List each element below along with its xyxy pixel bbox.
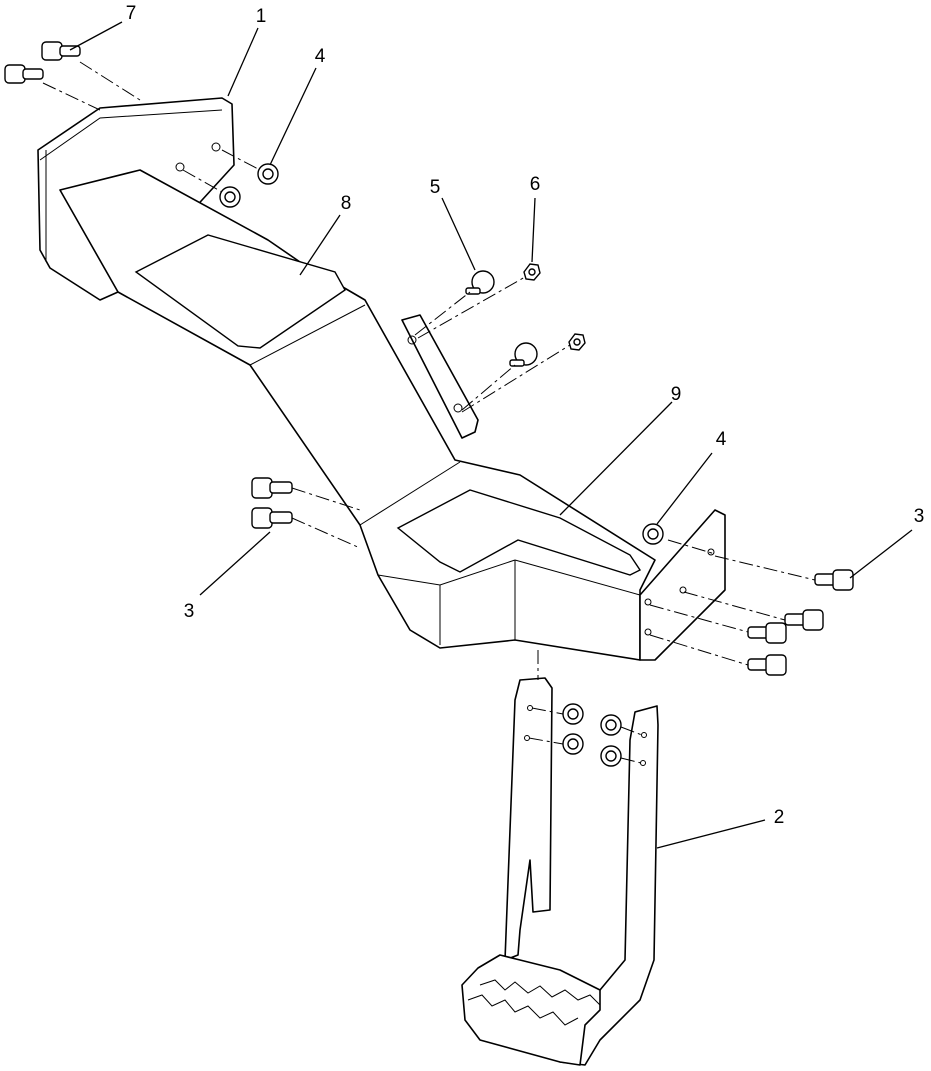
flange-nut-upper-a xyxy=(257,163,279,185)
bracket-body xyxy=(59,169,656,661)
callout-3-right: 3 xyxy=(914,506,925,527)
leader-lines xyxy=(69,21,913,849)
callout-6: 6 xyxy=(530,174,541,195)
bolt-3-right-a xyxy=(814,569,854,591)
bumper-a xyxy=(465,270,495,295)
step-ladder xyxy=(461,677,659,1066)
bolt-3-right-d xyxy=(747,654,787,676)
bracket-right-flange xyxy=(639,509,726,661)
bolt-3-left-b xyxy=(251,507,293,529)
flange-nut-step-b xyxy=(562,733,584,755)
step-tread xyxy=(461,954,601,1066)
bolt-3-left-a xyxy=(251,477,293,499)
callout-labels: 7 1 4 8 5 6 9 4 3 3 2 xyxy=(126,3,925,828)
bolt-3-right-b xyxy=(784,609,824,631)
bolt-7a xyxy=(41,41,81,61)
flange-nut-step-a xyxy=(562,703,584,725)
hex-nut-a xyxy=(523,263,541,281)
bolt-7b xyxy=(4,64,44,84)
bumper-b xyxy=(509,342,538,367)
callout-4-upper: 4 xyxy=(315,46,326,67)
step-side-rail-right xyxy=(547,705,659,1066)
flange-nut-right xyxy=(642,523,664,545)
tread-pad-lower xyxy=(396,489,642,576)
bracket-upper-tab xyxy=(401,314,479,439)
step-side-rail-left xyxy=(504,677,553,961)
callout-5: 5 xyxy=(430,177,441,198)
tread-pad-upper xyxy=(134,234,346,349)
callout-3-left: 3 xyxy=(184,601,195,622)
bolt-3-right-c xyxy=(747,622,787,644)
callout-8: 8 xyxy=(341,193,352,214)
assembly-centerlines xyxy=(42,61,816,764)
flange-nut-step-d xyxy=(600,745,622,767)
flange-nut-step-c xyxy=(600,714,622,736)
callout-1: 1 xyxy=(256,6,267,27)
hardware xyxy=(4,41,854,767)
flange-nut-upper-b xyxy=(219,186,241,208)
callout-2: 2 xyxy=(774,807,785,828)
step-bracket-assembly xyxy=(37,97,726,661)
callout-7: 7 xyxy=(126,3,137,24)
callout-9: 9 xyxy=(671,384,682,405)
hex-nut-b xyxy=(568,333,586,351)
callout-4-right: 4 xyxy=(716,429,727,450)
